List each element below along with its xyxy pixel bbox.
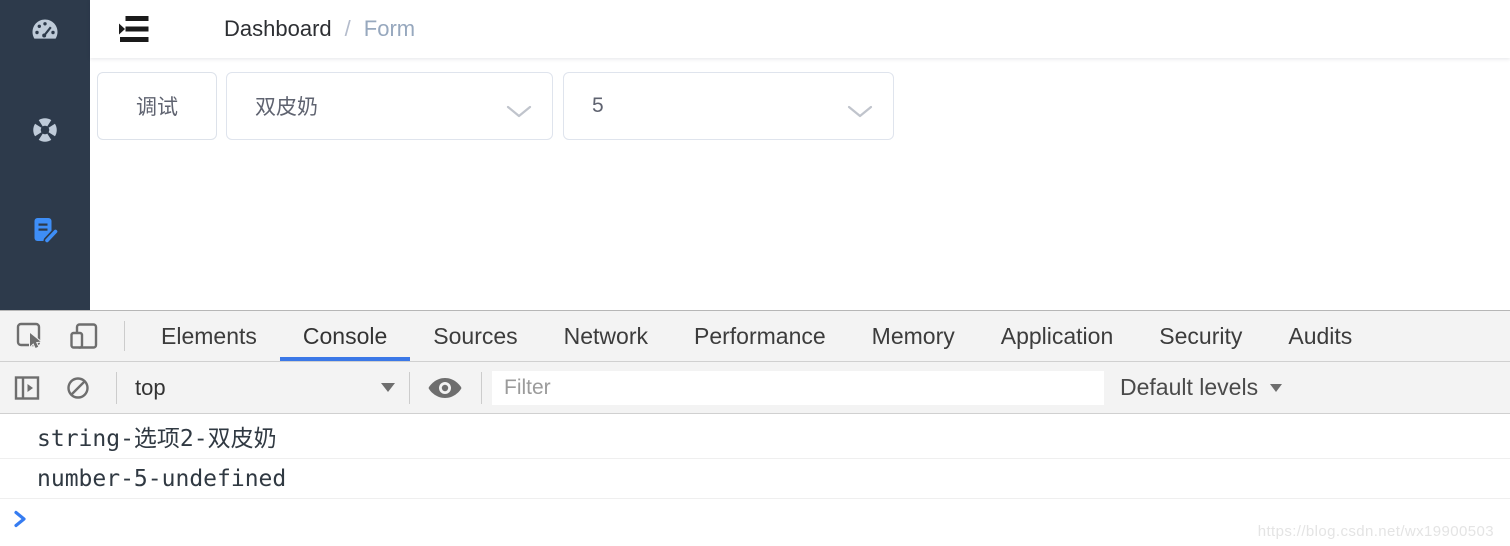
- chevron-down-icon: [847, 101, 873, 125]
- form-edit-icon: [30, 215, 60, 250]
- tab-network[interactable]: Network: [563, 322, 648, 349]
- default-levels-label: Default levels: [1120, 374, 1259, 400]
- sidebar: [0, 0, 90, 310]
- inspect-element-icon[interactable]: [13, 311, 47, 361]
- sidebar-item-form[interactable]: [0, 199, 90, 265]
- console-sidebar-toggle-icon[interactable]: [12, 373, 42, 403]
- console-output: string-选项2-双皮奶 number-5-undefined https:…: [0, 414, 1510, 546]
- sidebar-item-donut-chart[interactable]: [0, 99, 90, 165]
- devtools-tabbar: Elements Console Sources Network Perform…: [0, 311, 1510, 362]
- navbar: Dashboard / Form: [90, 0, 1510, 58]
- dish-select-value: 双皮奶: [255, 96, 318, 119]
- breadcrumb-dashboard[interactable]: Dashboard: [224, 16, 332, 41]
- tab-sources[interactable]: Sources: [433, 322, 518, 349]
- console-message-text: number-5-undefined: [37, 465, 287, 492]
- sidebar-item-dashboard[interactable]: [0, 0, 90, 66]
- dish-select[interactable]: 双皮奶: [226, 72, 553, 140]
- device-toolbar-icon[interactable]: [67, 311, 101, 361]
- console-message: string-选项2-双皮奶: [0, 414, 1510, 459]
- tab-elements[interactable]: Elements: [161, 322, 257, 349]
- dropdown-arrow-icon: [381, 383, 395, 392]
- donut-chart-icon: [30, 115, 60, 150]
- devtools-panel: Elements Console Sources Network Perform…: [0, 310, 1510, 546]
- breadcrumb: Dashboard / Form: [224, 16, 415, 42]
- tab-memory[interactable]: Memory: [871, 322, 955, 349]
- tab-performance[interactable]: Performance: [694, 322, 826, 349]
- console-message-text: string-选项2-双皮奶: [37, 426, 277, 452]
- breadcrumb-separator: /: [344, 16, 351, 41]
- toolbar-divider: [124, 321, 125, 351]
- toolbar-divider: [116, 371, 117, 404]
- tab-audits[interactable]: Audits: [1288, 322, 1353, 349]
- tab-security[interactable]: Security: [1159, 322, 1243, 349]
- breadcrumb-form: Form: [363, 16, 416, 41]
- quantity-select[interactable]: 5: [563, 72, 894, 140]
- chevron-down-icon: [506, 101, 532, 125]
- tab-application[interactable]: Application: [1000, 322, 1114, 349]
- default-levels-dropdown[interactable]: Default levels: [1120, 374, 1283, 401]
- toolbar-divider: [409, 371, 410, 404]
- tab-console[interactable]: Console: [279, 311, 411, 361]
- debug-button[interactable]: 调试: [97, 72, 217, 140]
- clear-console-icon[interactable]: [63, 373, 93, 403]
- watermark: https://blog.csdn.net/wx19900503: [1257, 523, 1494, 540]
- console-message: number-5-undefined: [0, 459, 1510, 499]
- filter-input[interactable]: [492, 370, 1104, 405]
- eye-icon[interactable]: [427, 375, 463, 401]
- dashboard-icon: [30, 16, 60, 51]
- hamburger-icon[interactable]: [118, 12, 152, 46]
- devtools-tabs: Elements Console Sources Network Perform…: [138, 311, 1375, 361]
- context-selector-value: top: [135, 374, 166, 400]
- context-selector[interactable]: top: [135, 375, 395, 401]
- quantity-select-value: 5: [592, 94, 604, 117]
- console-toolbar: top Default levels: [0, 362, 1510, 414]
- console-prompt-chevron[interactable]: [13, 509, 29, 529]
- dropdown-arrow-icon: [1270, 383, 1283, 392]
- toolbar-divider: [481, 371, 482, 404]
